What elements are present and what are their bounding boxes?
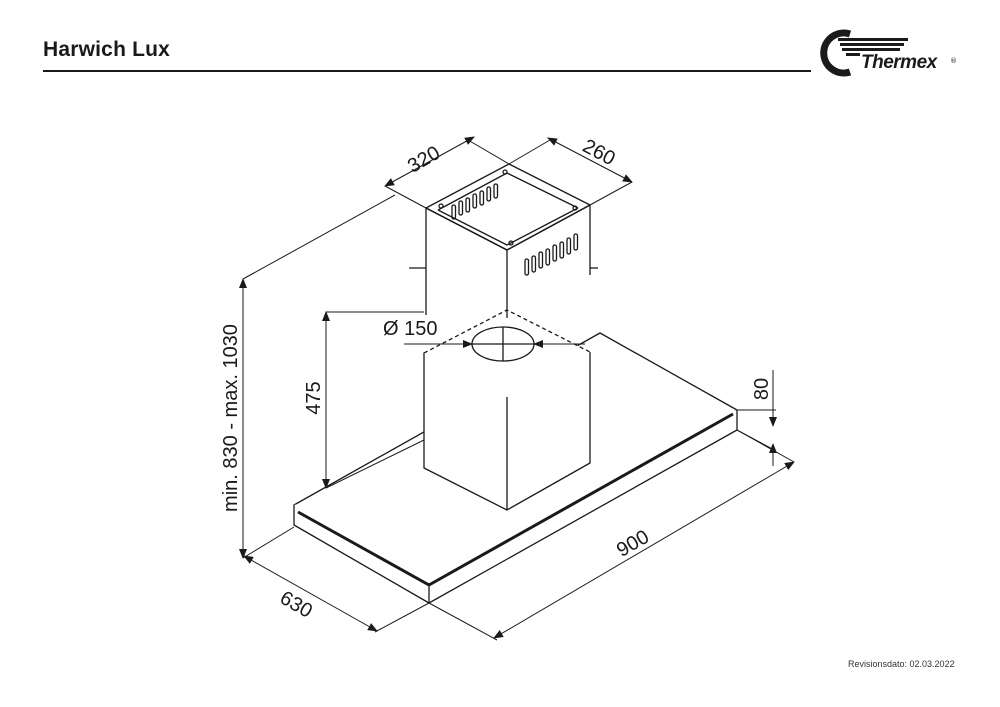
vent-slots-front <box>524 233 579 276</box>
header-rule <box>43 70 811 72</box>
dim-total-height: min. 830 - max. 1030 <box>220 324 242 512</box>
brand-name: Thermex <box>861 52 937 73</box>
dim-hood-thickness: 80 <box>751 378 773 400</box>
thermex-logo-icon <box>820 29 908 77</box>
upper-chimney <box>409 163 598 318</box>
registered-mark: ® <box>950 57 957 65</box>
vent-slots-back <box>451 183 499 220</box>
dim-duct-diameter: Ø 150 <box>383 318 437 340</box>
dim-chimney-depth: 260 <box>579 135 619 170</box>
dim-chimney-lower-height: 475 <box>303 381 325 414</box>
revision-date: Revisionsdato: 02.03.2022 <box>848 659 955 669</box>
dim-hood-width: 900 <box>613 526 653 562</box>
page-title: Harwich Lux <box>43 38 171 61</box>
dim-hood-depth: 630 <box>276 587 316 623</box>
